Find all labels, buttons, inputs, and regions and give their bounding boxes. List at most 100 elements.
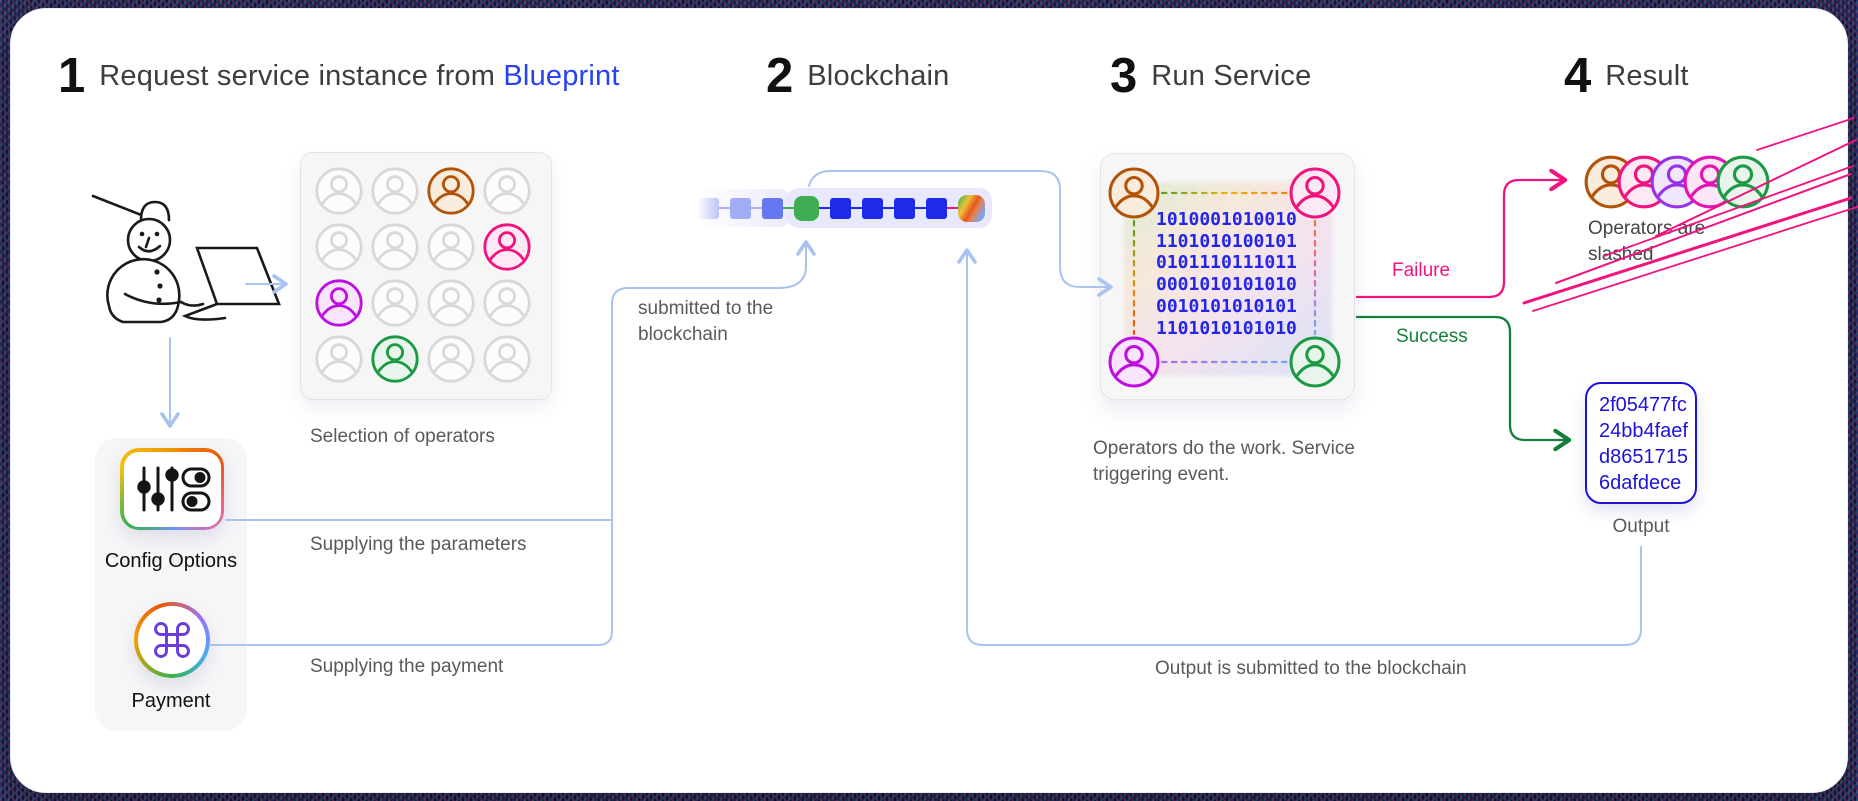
avatar-icon (1716, 155, 1770, 209)
slashed-caption-line2: slashed (1588, 244, 1654, 265)
chain-connector (751, 206, 762, 210)
parameters-caption: Supplying the parameters (310, 534, 527, 555)
service-operator-bottom-left (1107, 335, 1161, 389)
operator-avatar-gray (370, 166, 420, 216)
avatar-icon (371, 335, 419, 383)
payment-badge-inner (138, 606, 206, 674)
avatar-icon (315, 167, 363, 215)
output-submitted-caption: Output is submitted to the blockchain (1155, 658, 1467, 679)
step3-header: 3 Run Service (1110, 50, 1311, 102)
chain-connector (719, 206, 730, 210)
output-hash-line: 6dafdece (1599, 472, 1682, 494)
avatar-icon (315, 279, 363, 327)
step1-title: Request service instance from Blueprint (99, 60, 619, 93)
output-hash-line: 24bb4faef (1599, 420, 1688, 442)
step1-header: 1 Request service instance from Blueprin… (58, 50, 620, 102)
chain-block-blue (830, 197, 851, 219)
operator-avatar-gray (482, 334, 532, 384)
hand (179, 300, 205, 307)
avatar-icon (1289, 336, 1341, 388)
slashed-caption-line1: Operators are (1588, 218, 1706, 239)
operator-selection-grid (300, 152, 552, 400)
chain-connector (883, 206, 894, 210)
operator-avatar-purple (314, 278, 364, 328)
run-service-caption-line2: triggering event. (1093, 464, 1230, 485)
avatar-icon (1108, 336, 1160, 388)
step4-title: Result (1605, 59, 1689, 92)
chain-block-rainbow (958, 194, 985, 222)
chain-block-green (794, 195, 819, 221)
output-label: Output (1612, 516, 1670, 537)
operator-avatar-gray (482, 166, 532, 216)
avatar-icon (483, 335, 531, 383)
avatar-icon (371, 223, 419, 271)
payment-label: Payment (131, 690, 211, 712)
operator-avatar-gray (426, 334, 476, 384)
operator-avatar-pink (482, 222, 532, 272)
avatar-icon (315, 335, 363, 383)
avatar-icon (427, 335, 475, 383)
output-hash-box: 2f05477fc 24bb4faef d8651715 6dafdece (1585, 382, 1697, 504)
avatar-icon (315, 223, 363, 271)
service-operator-top-left (1107, 166, 1161, 220)
avatar-icon (483, 167, 531, 215)
config-options-card-inner (123, 451, 221, 527)
avatar-icon (371, 279, 419, 327)
laptop-screen (195, 246, 281, 306)
body (106, 257, 181, 324)
step1-number: 1 (58, 48, 85, 103)
submitted-caption-line1: submitted to the (638, 298, 774, 319)
chain-connector (915, 206, 926, 210)
operator-avatar-gray (482, 278, 532, 328)
avatar-icon (371, 167, 419, 215)
run-service-caption-line1: Operators do the work. Service (1093, 438, 1355, 459)
operator-avatar-orange (426, 166, 476, 216)
blueprint-link[interactable]: Blueprint (503, 59, 620, 92)
step3-title: Run Service (1151, 59, 1312, 92)
binary-line: 0101110111011 (1156, 252, 1297, 274)
operator-avatar-gray (426, 278, 476, 328)
payment-knot-icon (154, 622, 190, 658)
avatar-icon (1289, 167, 1341, 219)
chain-connector (819, 206, 830, 210)
submitted-caption: submitted to the blockchain (638, 296, 773, 348)
step4-number: 4 (1564, 48, 1591, 103)
operator-avatar-green (370, 334, 420, 384)
avatar-icon (427, 279, 475, 327)
chain-block-blue (894, 197, 915, 219)
config-options-card (120, 448, 224, 530)
slashed-caption: Operators are slashed (1588, 216, 1705, 268)
success-label: Success (1396, 326, 1468, 347)
step2-header: 2 Blockchain (766, 50, 950, 102)
operator-avatar-gray (426, 222, 476, 272)
chain-block-fade1 (698, 197, 719, 219)
output-hash-line: d8651715 (1599, 446, 1688, 468)
output-hash-line: 2f05477fc (1599, 394, 1687, 416)
arm (123, 292, 183, 306)
step2-number: 2 (766, 48, 793, 103)
avatar-icon (483, 223, 531, 271)
operator-avatar-gray (314, 222, 364, 272)
chain-connector (851, 206, 862, 210)
step2-title: Blockchain (807, 59, 950, 92)
payment-badge (134, 602, 210, 678)
binary-line: 1010001010010 (1156, 209, 1297, 230)
user-snowman-illustration (91, 194, 281, 324)
avatar-icon (1108, 167, 1160, 219)
service-operator-bottom-right (1288, 335, 1342, 389)
chain-connector (783, 206, 794, 210)
hat-dome (139, 200, 171, 222)
chain-block-fade2 (730, 197, 751, 219)
service-operator-top-right (1288, 166, 1342, 220)
slashed-operator-avatar-green (1715, 154, 1771, 215)
step4-header: 4 Result (1564, 50, 1689, 102)
binary-line: 0001010101010 (1156, 274, 1297, 296)
step1-title-text: Request service instance from (99, 59, 496, 92)
avatar-icon (483, 279, 531, 327)
chain-block-blue (926, 197, 947, 219)
avatar-icon (427, 167, 475, 215)
operator-avatar-gray (370, 222, 420, 272)
slashed-operators (1583, 154, 1783, 210)
